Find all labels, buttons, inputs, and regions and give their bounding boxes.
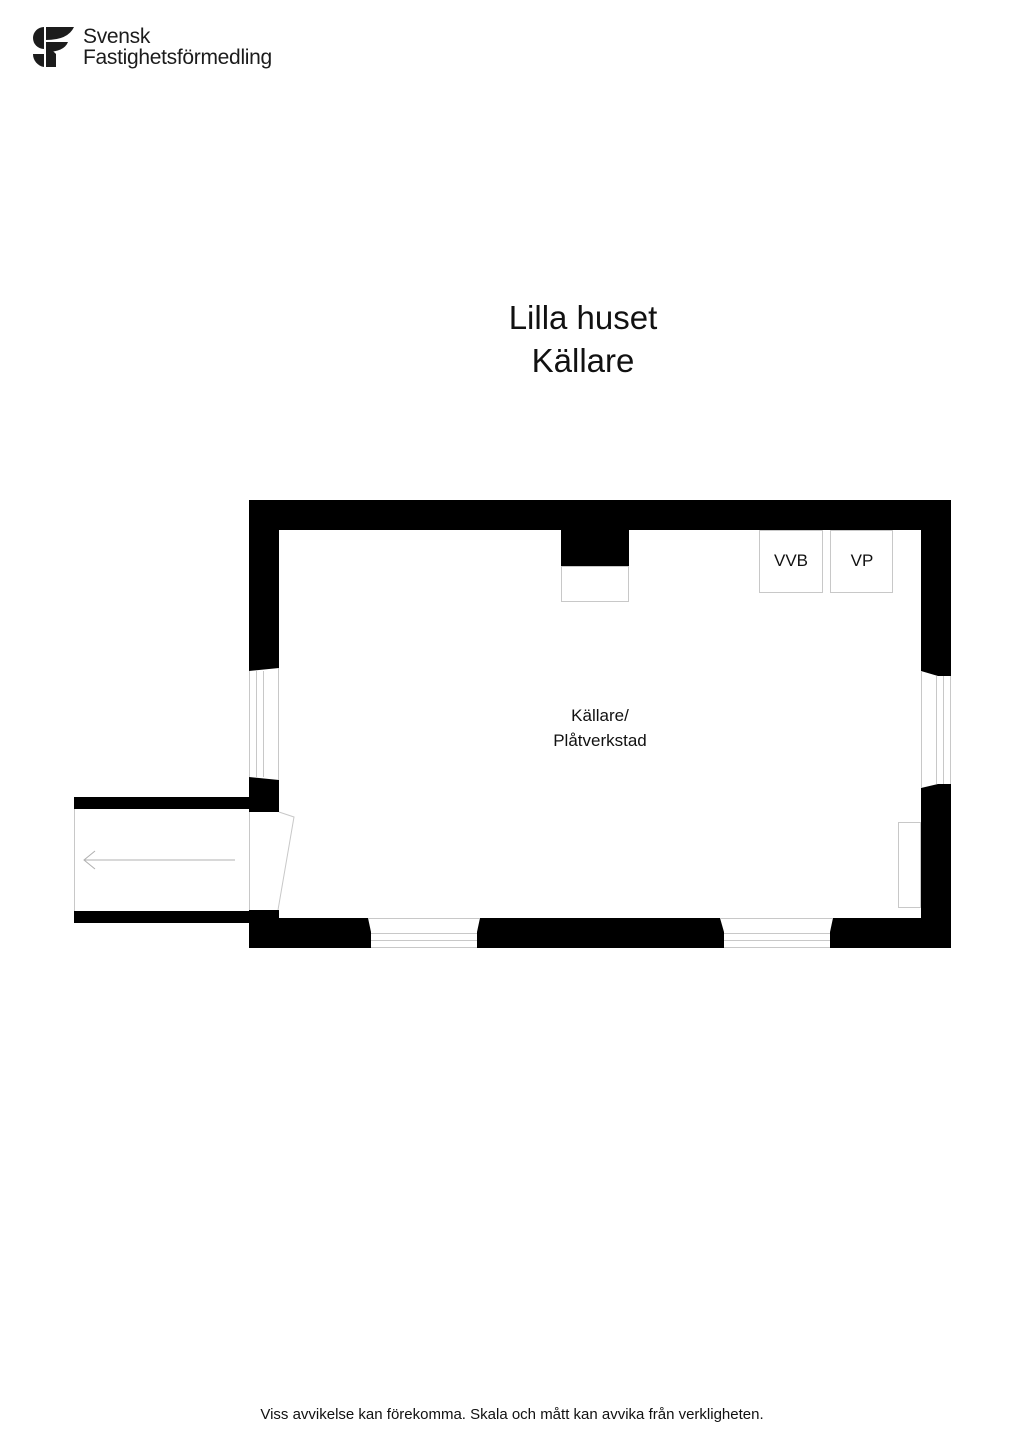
fixture-label-vvb: VVB	[773, 551, 809, 570]
brand-name: Svensk Fastighetsförmedling	[83, 26, 272, 68]
room-label-line2: Plåtverkstad	[553, 731, 647, 750]
arrow-left-icon	[83, 850, 235, 870]
room-label-line1: Källare/	[571, 706, 629, 725]
sf-leaf-logo-icon	[32, 27, 74, 67]
footer-disclaimer: Viss avvikelse kan förekomma. Skala och …	[260, 1406, 764, 1423]
fixture-label-vp: VP	[850, 551, 874, 570]
page-title: Lilla huset Källare	[433, 296, 733, 382]
floor-name: Källare	[531, 342, 635, 379]
building-name: Lilla huset	[508, 299, 658, 336]
brand-name-line1: Svensk	[83, 25, 151, 48]
brand-name-line2: Fastighetsförmedling	[83, 46, 272, 69]
brand-logo: Svensk Fastighetsförmedling	[32, 26, 272, 68]
room-label: Källare/ Plåtverkstad	[500, 703, 700, 753]
walls	[74, 500, 951, 948]
fixture-lines	[74, 530, 951, 948]
